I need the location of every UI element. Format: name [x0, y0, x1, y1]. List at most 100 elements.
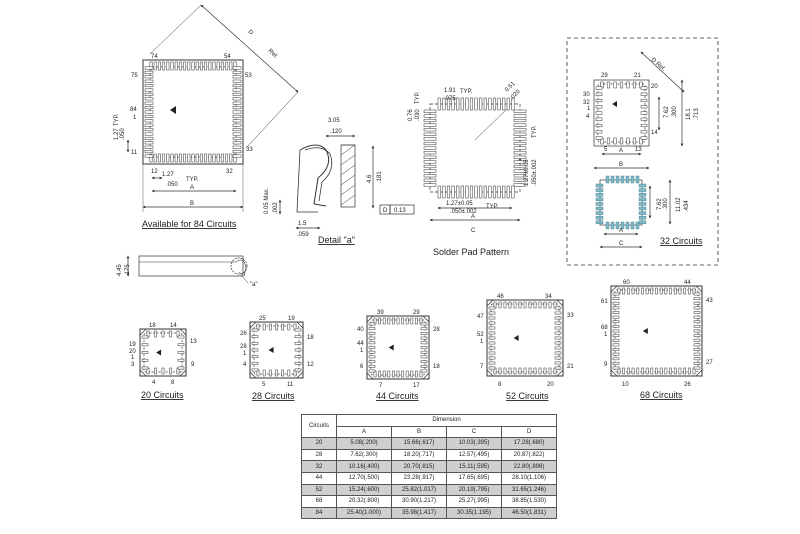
pin-lead — [622, 367, 626, 375]
pin1-marker-32 — [612, 101, 617, 107]
pin-lead — [177, 366, 185, 370]
solder-pad — [513, 109, 527, 113]
dim-c-32: C — [619, 241, 624, 247]
pin-lead — [626, 137, 630, 145]
pin-lead — [275, 323, 278, 331]
package-outline — [486, 299, 564, 377]
pin-lead — [554, 366, 562, 370]
pin-lead — [144, 132, 154, 136]
pin-lead — [144, 75, 154, 79]
dimension-cell: 22.80(.898) — [501, 460, 557, 473]
pin-lead — [612, 329, 620, 333]
pin-label: 9 — [604, 362, 608, 368]
pin-lead — [543, 367, 547, 375]
solder-pad — [638, 202, 647, 206]
pin-lead — [645, 367, 649, 375]
pin-label: 29 — [413, 310, 420, 316]
pin-lead — [693, 292, 701, 296]
pin-lead — [232, 88, 242, 92]
solder-pad — [488, 97, 492, 111]
dim-b-32: B — [619, 162, 623, 168]
pin-lead — [640, 86, 648, 90]
dim-762-32: 7.62 — [664, 106, 670, 118]
pin-label: 17 — [413, 383, 420, 389]
pin-lead — [405, 317, 409, 325]
pin-lead — [368, 327, 376, 331]
pin-lead — [641, 367, 644, 375]
pin-lead — [287, 369, 291, 377]
drawing-line — [249, 321, 257, 329]
package-outline — [139, 328, 187, 377]
pin-lead — [693, 315, 701, 319]
datum-d: D — [383, 208, 388, 214]
pin-lead — [232, 106, 242, 110]
pin-label: 7 — [480, 364, 484, 370]
pin-lead — [232, 132, 242, 136]
pin-lead — [232, 136, 242, 140]
pin-lead — [693, 348, 701, 351]
pin-lead — [488, 331, 496, 335]
pin-label: 20 — [651, 84, 658, 90]
pin-lead — [595, 111, 603, 115]
solder-pad — [423, 183, 437, 187]
pin-lead — [153, 153, 157, 163]
solder-pad — [610, 175, 615, 184]
pin-label: 32 — [583, 100, 590, 106]
solder-pad — [513, 169, 527, 173]
pin-lead — [229, 61, 233, 71]
pin-lead — [627, 287, 630, 295]
solder-pad — [423, 141, 437, 146]
pin-lead — [141, 343, 149, 347]
pin-lead — [233, 61, 237, 71]
pin-label: 18 — [433, 364, 440, 370]
dimension-cell: 31.65(1.246) — [501, 483, 557, 497]
circuit-count-cell: 44 — [301, 471, 337, 485]
pin-label: 44 — [684, 280, 691, 286]
pin-label: 20 — [547, 382, 554, 388]
pin-lead — [420, 360, 428, 363]
pin-lead — [232, 123, 242, 127]
dim-030: .030 — [415, 109, 421, 121]
pin-lead — [554, 341, 562, 345]
pin-lead — [640, 136, 648, 140]
pin-lead — [533, 367, 537, 375]
pin-lead — [612, 357, 620, 361]
caption-20-circuits: 20 Circuits — [141, 390, 184, 400]
solder-pad — [638, 206, 647, 211]
pin-lead — [693, 343, 701, 347]
pin-lead — [268, 323, 272, 331]
dimension-cell: 5.08(.200) — [336, 437, 392, 450]
dim-right-050: .050±.002 — [532, 159, 538, 186]
pin-lead — [636, 287, 640, 295]
solder-pad — [423, 155, 437, 159]
solder-pad — [513, 183, 527, 187]
pin-lead — [183, 153, 187, 163]
pin-lead — [693, 297, 701, 300]
pin-lead — [144, 92, 154, 96]
solder-pad — [442, 97, 446, 111]
solder-pad — [474, 185, 478, 199]
pin-lead — [368, 355, 376, 359]
solder-pad — [595, 206, 604, 211]
solder-pad — [513, 164, 527, 169]
tolerance-013: 0.13 — [394, 208, 406, 214]
solder-pad — [625, 175, 630, 184]
circuit-count-cell: 20 — [301, 437, 337, 450]
pin-lead — [595, 136, 603, 140]
package-body — [614, 289, 699, 373]
caption-32-circuits: 32 Circuits — [660, 236, 703, 246]
pin-label: 14 — [170, 323, 177, 329]
solder-pad — [446, 97, 451, 111]
pin-lead — [251, 348, 259, 352]
pin-lead — [170, 153, 174, 163]
solder-pad — [423, 178, 437, 182]
solder-pad — [423, 123, 437, 127]
pin-lead — [174, 61, 178, 71]
pin-lead — [641, 287, 644, 295]
solder-pad — [513, 123, 527, 127]
solder-pad — [479, 185, 483, 199]
solder-pad — [492, 97, 497, 111]
pin-label: 54 — [224, 54, 231, 60]
pin-label: 5 — [262, 382, 266, 388]
pin-lead — [613, 81, 617, 89]
